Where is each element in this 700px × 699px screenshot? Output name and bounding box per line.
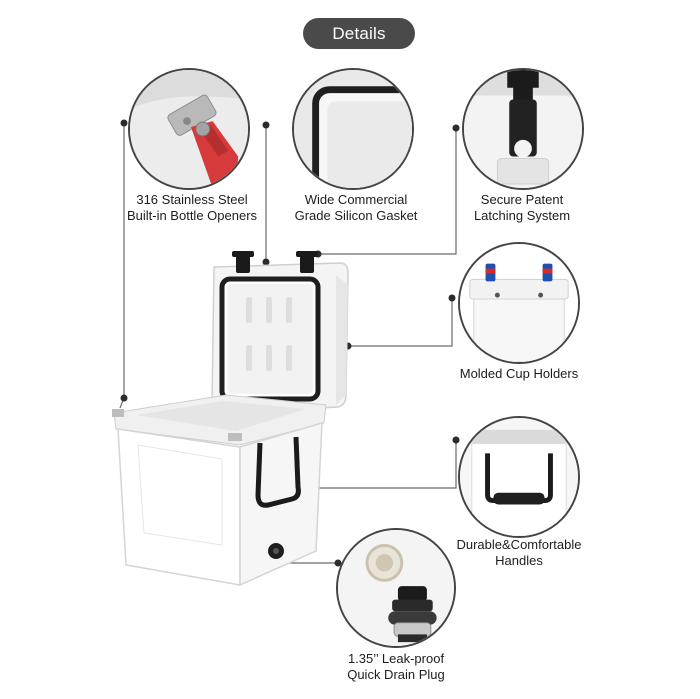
latch-caption: Secure Patent Latching System [432,192,612,224]
cooler-rim [112,394,327,446]
latch-caption-line2: Latching System [473,208,571,223]
connector-dot [452,124,460,132]
cooler-lid [211,262,349,414]
connector-latch [318,128,457,255]
gasket-image [294,70,412,188]
cooler-drain-plug [268,543,284,559]
latch-image [464,70,582,188]
handles-detail [458,416,580,538]
handles-caption-line2: Handles [495,553,543,568]
cup-holders-caption-line1: Molded Cup Holders [459,366,579,381]
drain-plug-detail [336,528,456,648]
cooler-latches [232,251,318,273]
bottle-opener-caption-line2: Built-in Bottle Openers [126,208,258,223]
gasket-caption: Wide Commercial Grade Silicon Gasket [266,192,446,224]
bottle-opener-image [130,70,248,188]
handles-caption: Durable&Comfortable Handles [429,537,609,569]
connector-dot [120,394,128,402]
drain-plug-caption-line1: 1.35’’ Leak-proof [347,651,445,666]
bottle-opener-detail [128,68,250,190]
cup-holders-caption: Molded Cup Holders [429,366,609,382]
cup-holders-image [460,244,578,362]
details-header: Details [303,18,415,49]
bottle-opener-caption: 316 Stainless Steel Built-in Bottle Open… [102,192,282,224]
latch-caption-line1: Secure Patent [480,192,564,207]
drain-plug-caption-line2: Quick Drain Plug [347,667,445,682]
gasket-caption-line1: Wide Commercial [304,192,408,207]
connector-dot [448,294,456,302]
connector-dot [262,121,270,129]
cooler-handle [255,436,301,508]
connector-dot [262,258,270,266]
cup-holders-detail [458,242,580,364]
latch-detail [462,68,584,190]
cooler-body [117,421,323,587]
connector-handles [296,440,457,489]
handles-image [460,418,578,536]
cooler-illustration [112,251,349,587]
drain-plug-caption: 1.35’’ Leak-proof Quick Drain Plug [306,651,486,683]
connector-dot [452,436,460,444]
gasket-detail [292,68,414,190]
connector-cup-holders [348,298,453,347]
bottle-opener-caption-line1: 316 Stainless Steel [136,192,248,207]
handles-caption-line1: Durable&Comfortable [456,537,582,552]
drain-plug-image [338,530,454,646]
connector-dot [120,119,128,127]
gasket-caption-line2: Grade Silicon Gasket [294,208,418,223]
